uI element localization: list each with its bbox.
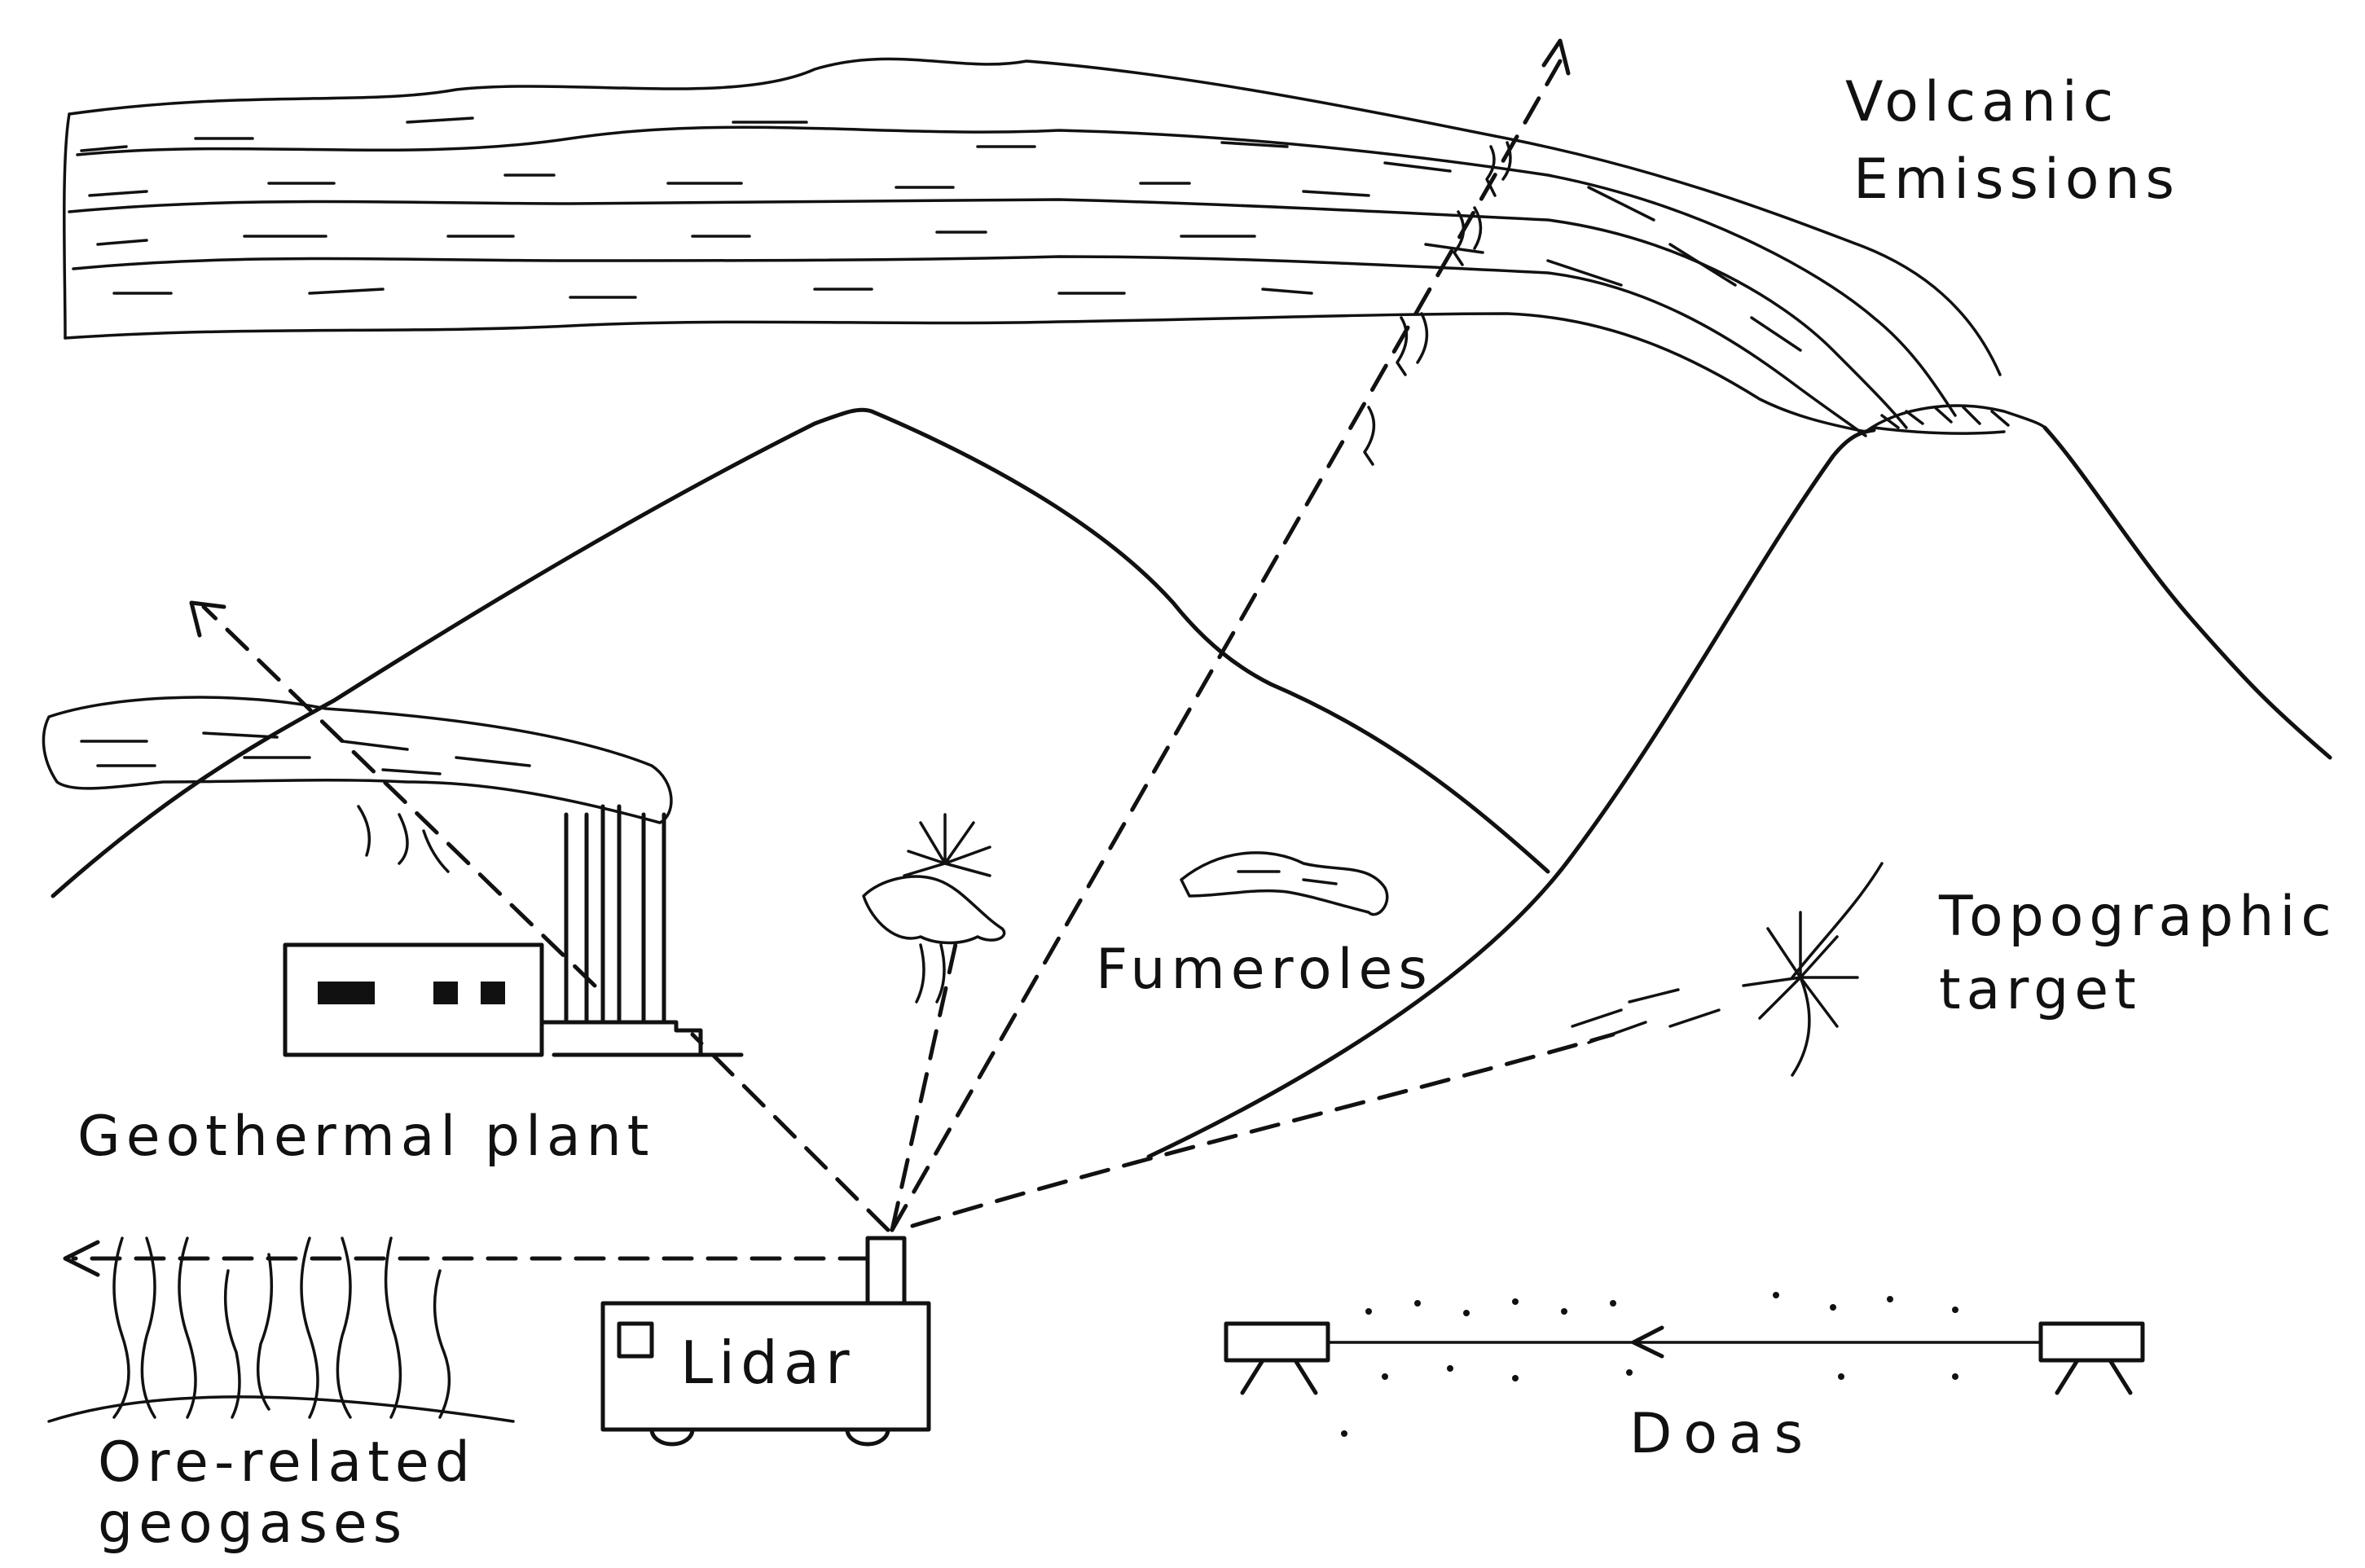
label-lidar: Lidar <box>680 1329 855 1397</box>
fumerole-left <box>862 875 1006 1004</box>
plume-streaks <box>80 116 1802 352</box>
beam-to-geothermal-plume <box>201 604 597 988</box>
doas-arrowhead-icon <box>1631 1325 1664 1359</box>
mountain-volcano <box>1146 425 2332 1159</box>
fumerole-burst-icon <box>903 813 991 877</box>
wheel-front-icon <box>649 1427 695 1447</box>
label-geothermal-plant: Geothermal plant <box>77 1105 655 1169</box>
label-topographic: Topographic <box>1939 885 2337 949</box>
arrowhead-upleft-icon <box>189 600 226 638</box>
beam-to-topographic-target <box>910 1032 1615 1228</box>
lidar-telescope <box>865 1236 907 1306</box>
label-geogases: geogases <box>98 1491 408 1556</box>
doas-setup <box>1224 1321 2145 1395</box>
doas-source <box>2038 1321 2145 1363</box>
label-target: target <box>1939 958 2142 1022</box>
arrowhead-up-icon <box>1541 38 1571 76</box>
label-emissions: Emissions <box>1853 147 2180 212</box>
mountain-middle <box>51 407 1550 898</box>
geothermal-plume <box>42 696 673 873</box>
fumerole-right <box>1180 851 1389 916</box>
label-volcanic: Volcanic <box>1845 70 2120 134</box>
plant-windows <box>318 982 505 1004</box>
beam-to-geothermal-plant <box>690 1032 890 1232</box>
van-window <box>617 1321 654 1359</box>
arrowhead-left-icon <box>63 1240 100 1277</box>
ore-geogas-streams <box>47 1236 515 1423</box>
beam-to-fumeroles <box>890 934 960 1232</box>
label-doas: Doas <box>1629 1402 1815 1466</box>
doas-particles <box>1341 1292 1958 1437</box>
wheel-rear-icon <box>845 1427 890 1447</box>
label-ore-related: Ore-related <box>98 1430 476 1495</box>
topographic-target-icon <box>1571 862 1884 1077</box>
geothermal-plant-building <box>283 804 744 1057</box>
lidar-beams <box>71 59 1615 1261</box>
beam-arrowheads <box>63 38 1571 1277</box>
volcanic-plume <box>63 57 2046 437</box>
lidar-van <box>600 1236 931 1447</box>
beam-to-volcanic-plume <box>890 59 1563 1232</box>
label-fumeroles: Fumeroles <box>1096 938 1433 1002</box>
doas-receiver <box>1224 1321 1330 1363</box>
plume-return-arrows <box>1363 141 1512 466</box>
